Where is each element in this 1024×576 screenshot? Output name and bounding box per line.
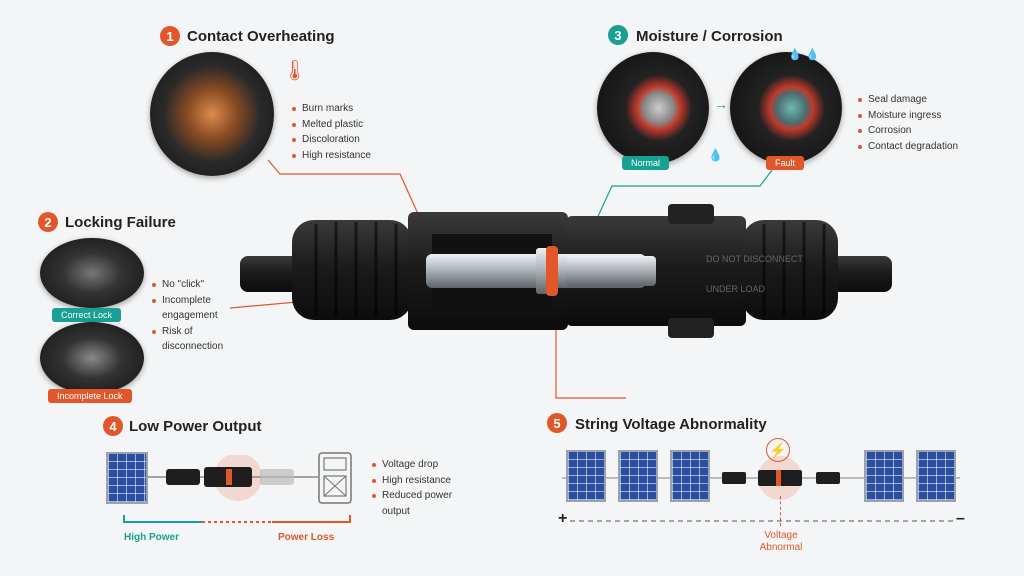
section-2-title: Locking Failure <box>65 214 176 231</box>
engraving-line-1: DO NOT DISCONNECT <box>706 254 803 264</box>
bullet: No "click" <box>152 277 232 293</box>
power-loss-label: Power Loss <box>278 532 335 543</box>
bullet: Contact degradation <box>858 139 958 155</box>
section-5-number: 5 <box>547 413 567 433</box>
fault-label: Fault <box>766 156 805 170</box>
bullet: High resistance <box>372 473 462 489</box>
voltage-abnormal-label: Voltage Abnormal <box>759 530 803 553</box>
section-3-title: Moisture / Corrosion <box>636 28 783 45</box>
section-2-number: 2 <box>38 212 58 232</box>
bullet: Melted plastic <box>292 117 371 133</box>
solar-panel-icon <box>106 452 148 504</box>
inverter-icon <box>318 452 352 504</box>
bullet: Moisture ingress <box>858 108 958 124</box>
section-5-title: String Voltage Abnormality <box>575 416 767 433</box>
solar-panel-icon <box>670 450 710 502</box>
arrow-right-icon: → <box>714 96 728 112</box>
section-2-bullets: No "click" Incomplete engagement Risk of… <box>152 277 232 355</box>
section-1-number: 1 <box>160 26 180 46</box>
correct-lock-image <box>40 238 144 308</box>
high-power-label: High Power <box>124 532 180 543</box>
solar-panel-icon <box>916 450 956 502</box>
section-4-number: 4 <box>103 416 123 436</box>
bullet: Incomplete engagement <box>152 293 232 324</box>
correct-lock-label: Correct Lock <box>52 308 122 322</box>
section-1-title: Contact Overheating <box>187 28 335 45</box>
polarity-line <box>570 520 954 522</box>
abnormal-marker <box>780 496 782 526</box>
water-drops-icon: 💧💧 <box>788 49 824 61</box>
section-4-bullets: Voltage drop High resistance Reduced pow… <box>372 457 462 519</box>
plus-sign: + <box>558 510 568 527</box>
contact-overheating-closeup <box>150 52 274 176</box>
minus-sign: – <box>956 510 965 527</box>
bullet: Reduced power output <box>372 488 462 519</box>
bullet: Corrosion <box>858 123 958 139</box>
power-bar <box>123 515 351 523</box>
engraving-line-2: UNDER LOAD <box>706 284 766 294</box>
bullet: High resistance <box>292 148 371 164</box>
normal-seal-image <box>597 52 709 164</box>
bullet: Discoloration <box>292 132 371 148</box>
mc4-connector-cutaway: DO NOT DISCONNECT UNDER LOAD <box>240 204 892 338</box>
section-3-bullets: Seal damage Moisture ingress Corrosion C… <box>858 92 958 154</box>
normal-label: Normal <box>622 156 670 170</box>
bullet: Voltage drop <box>372 457 462 473</box>
solar-panel-icon <box>566 450 606 502</box>
bullet: Burn marks <box>292 101 371 117</box>
fault-seal-image <box>730 52 842 164</box>
lightning-icon: ⚡ <box>766 438 790 462</box>
incomplete-lock-label: Incomplete Lock <box>48 389 132 403</box>
section-4-title: Low Power Output <box>129 418 262 435</box>
water-drop-icon: 💧 <box>708 148 723 162</box>
bullet: Seal damage <box>858 92 958 108</box>
section-3-number: 3 <box>608 25 628 45</box>
section-1-bullets: Burn marks Melted plastic Discoloration … <box>292 101 371 163</box>
power-connector-chain <box>148 455 318 501</box>
incomplete-lock-image <box>40 322 144 394</box>
bullet: Risk of disconnection <box>152 324 232 355</box>
solar-panel-icon <box>864 450 904 502</box>
thermometer-icon: 🌡 <box>282 60 308 82</box>
solar-panel-icon <box>618 450 658 502</box>
